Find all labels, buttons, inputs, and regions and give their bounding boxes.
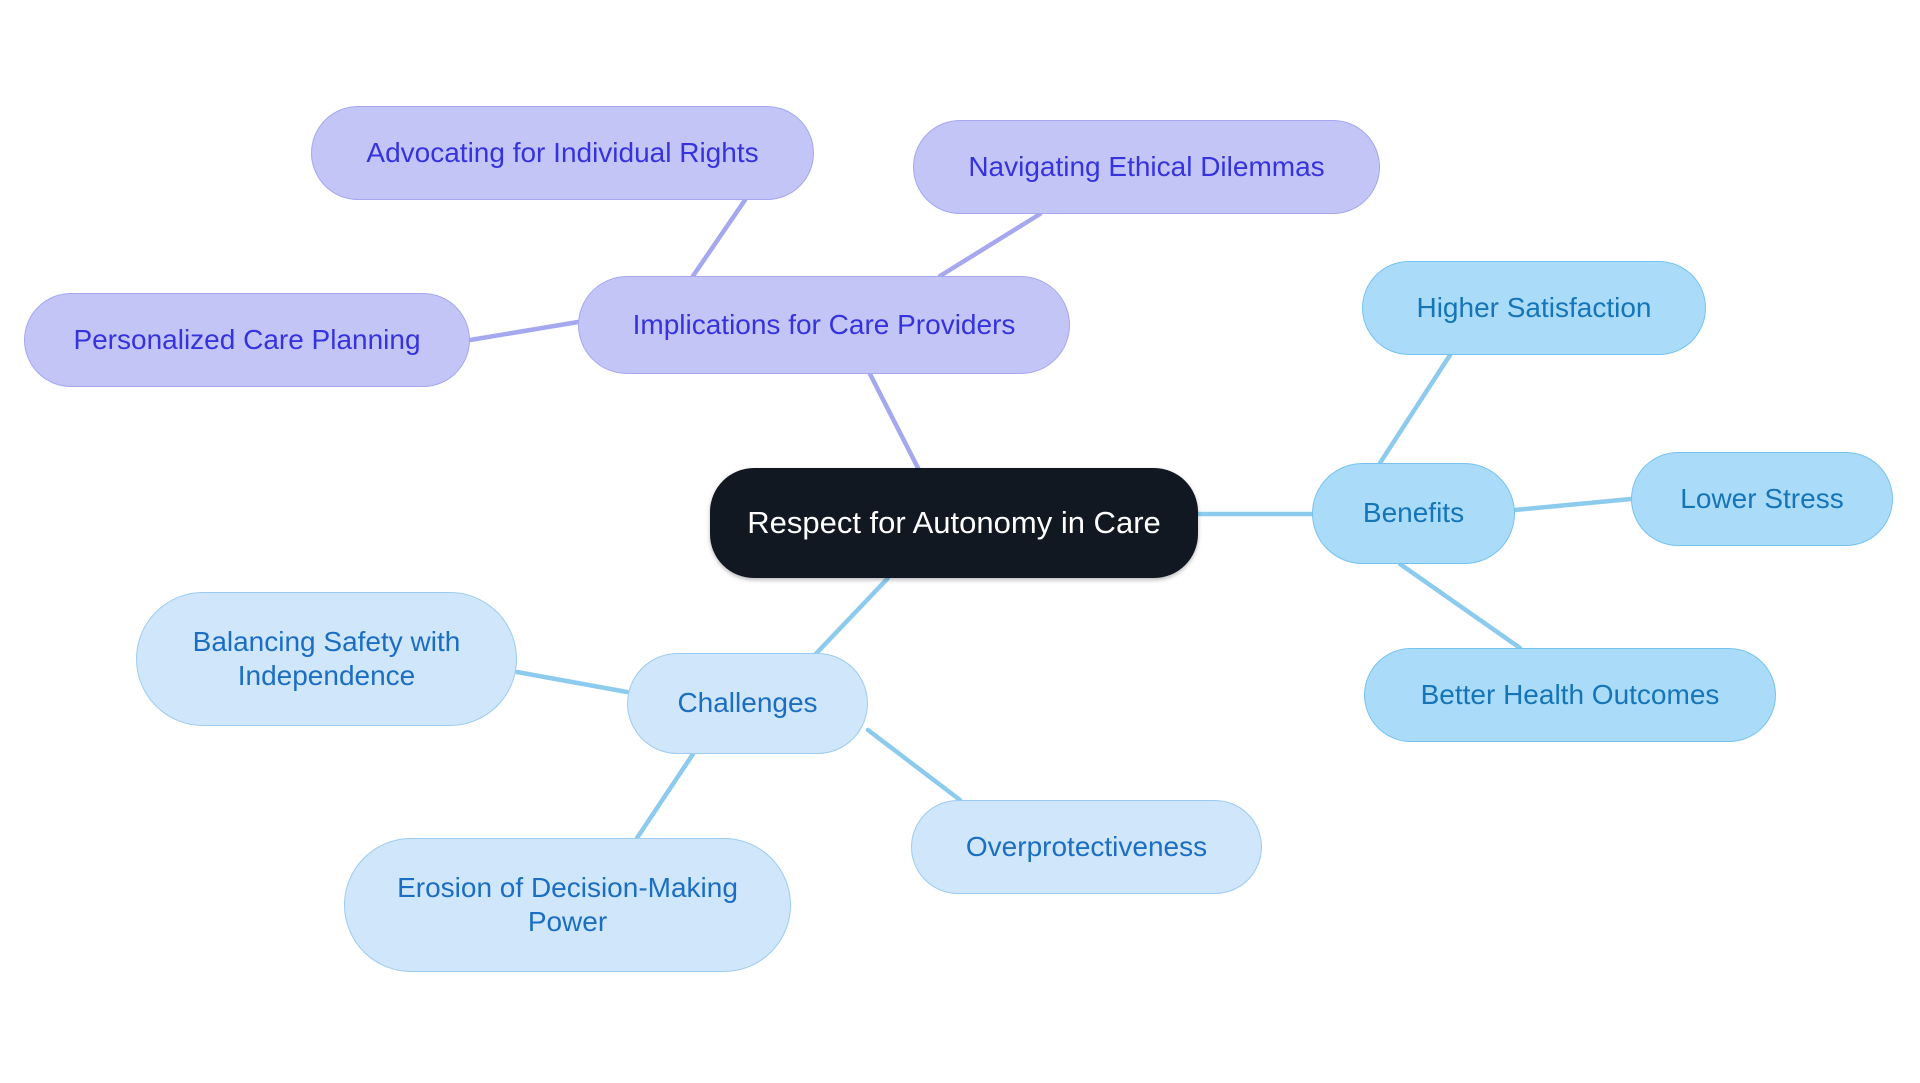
node-label: Respect for Autonomy in Care (747, 505, 1161, 541)
edge-implications-navigating (937, 211, 1043, 279)
node-label: Benefits (1362, 497, 1465, 529)
mindmap-node-implications[interactable]: Implications for Care Providers (578, 276, 1070, 374)
mindmap-node-lower-stress[interactable]: Lower Stress (1631, 452, 1893, 546)
edge-challenges-overprotect (865, 727, 963, 803)
node-label: Navigating Ethical Dilemmas (968, 150, 1325, 182)
edge-challenges-balancing (514, 669, 630, 695)
node-label: Advocating for Individual Rights (366, 136, 759, 168)
edge-challenges-erosion (634, 751, 696, 841)
edge-root-challenges (807, 575, 891, 663)
mindmap-node-advocating[interactable]: Advocating for Individual Rights (311, 106, 814, 200)
mindmap-node-balancing-safety[interactable]: Balancing Safety with Independence (136, 592, 517, 726)
mindmap-node-personalized[interactable]: Personalized Care Planning (24, 293, 470, 387)
mindmap-node-navigating[interactable]: Navigating Ethical Dilemmas (913, 120, 1380, 214)
node-label: Erosion of Decision-Making Power (397, 871, 738, 937)
node-label: Lower Stress (1680, 482, 1844, 514)
edge-implications-advocating (690, 197, 748, 279)
mindmap-node-benefits[interactable]: Benefits (1312, 463, 1515, 564)
mindmap-node-higher-satisfaction[interactable]: Higher Satisfaction (1362, 261, 1706, 355)
node-label: Better Health Outcomes (1420, 678, 1720, 710)
mindmap-node-overprotectiveness[interactable]: Overprotectiveness (911, 800, 1262, 894)
mindmap-node-challenges[interactable]: Challenges (627, 653, 868, 754)
mindmap-node-root[interactable]: Respect for Autonomy in Care (710, 468, 1198, 578)
edge-benefits-better (1397, 561, 1523, 651)
edge-benefits-lower (1512, 496, 1634, 513)
edge-root-implications (867, 371, 921, 471)
node-label: Balancing Safety with Independence (192, 625, 461, 691)
mindmap-node-better-health-outcomes[interactable]: Better Health Outcomes (1364, 648, 1776, 742)
edge-benefits-higher (1377, 352, 1453, 466)
node-label: Implications for Care Providers (632, 308, 1016, 340)
node-label: Higher Satisfaction (1416, 291, 1652, 323)
node-label: Challenges (677, 687, 818, 719)
mindmap-node-erosion-decision-power[interactable]: Erosion of Decision-Making Power (344, 838, 791, 972)
edge-implications-personalized (467, 319, 581, 343)
node-label: Overprotectiveness (965, 830, 1208, 862)
node-label: Personalized Care Planning (73, 323, 421, 355)
